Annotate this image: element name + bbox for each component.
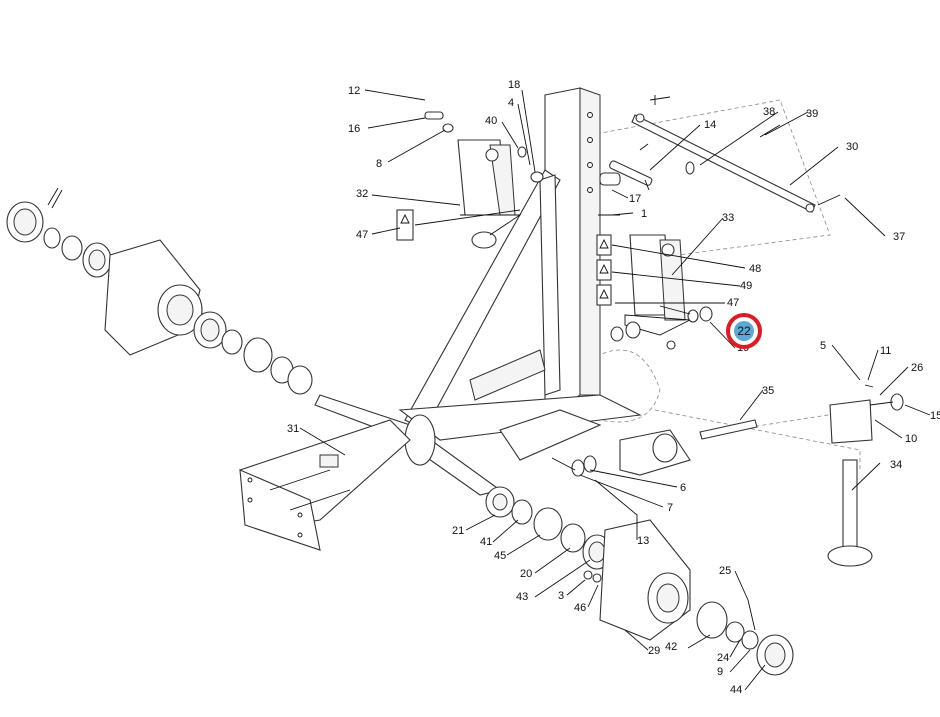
- label-6: 6: [680, 482, 686, 494]
- label-3: 3: [558, 590, 564, 602]
- label-14: 14: [704, 119, 716, 131]
- label-47-right: 47: [727, 297, 739, 309]
- label-20: 20: [520, 568, 532, 580]
- label-21: 21: [452, 525, 464, 537]
- label-5: 5: [820, 340, 826, 352]
- label-49: 49: [740, 280, 752, 292]
- label-16: 16: [348, 123, 360, 135]
- label-39: 39: [806, 108, 818, 120]
- label-43: 43: [516, 591, 528, 603]
- label-22: 22: [737, 324, 751, 338]
- label-37: 37: [893, 231, 905, 243]
- label-12: 12: [348, 85, 360, 97]
- link-assembly: [551, 419, 758, 477]
- label-7: 7: [667, 502, 673, 514]
- label-1: 1: [641, 208, 647, 220]
- label-45: 45: [494, 550, 506, 562]
- label-15: 15: [930, 410, 940, 422]
- label-44: 44: [730, 684, 742, 696]
- bracket-32: [457, 139, 522, 249]
- leader-lines: [299, 89, 931, 691]
- label-17: 17: [629, 193, 641, 205]
- label-30: 30: [846, 141, 858, 153]
- left-hub-assembly: [6, 187, 313, 395]
- label-47-left: 47: [356, 229, 368, 241]
- highlighted-callout-22[interactable]: 22: [726, 313, 762, 349]
- label-32: 32: [356, 188, 368, 200]
- label-11: 11: [880, 345, 891, 357]
- bracket-33: [624, 234, 692, 336]
- a-frame: [396, 87, 642, 461]
- label-33: 33: [722, 212, 734, 224]
- label-34: 34: [890, 459, 902, 471]
- axle-beam-31: [239, 394, 502, 551]
- label-42: 42: [665, 641, 677, 653]
- label-4: 4: [508, 97, 514, 109]
- label-29: 29: [648, 645, 660, 657]
- label-38: 38: [763, 106, 775, 118]
- label-40: 40: [485, 115, 497, 127]
- label-8: 8: [376, 158, 382, 170]
- label-35: 35: [762, 385, 774, 397]
- label-10: 10: [905, 433, 917, 445]
- washers-19: [610, 306, 713, 350]
- label-24: 24: [717, 652, 729, 664]
- label-31: 31: [287, 423, 299, 435]
- label-46: 46: [574, 602, 586, 614]
- label-41: 41: [480, 536, 492, 548]
- jack-stand-34: [827, 384, 904, 567]
- highlight-fill: [734, 321, 754, 341]
- label-9: 9: [717, 666, 723, 678]
- label-25: 25: [719, 565, 731, 577]
- small-parts-top: [424, 111, 695, 216]
- label-13: 13: [637, 535, 649, 547]
- label-26: 26: [911, 362, 923, 374]
- right-hub-assembly: [485, 486, 794, 676]
- bar-30: [631, 95, 841, 213]
- label-18: 18: [508, 79, 520, 91]
- label-48: 48: [749, 263, 761, 275]
